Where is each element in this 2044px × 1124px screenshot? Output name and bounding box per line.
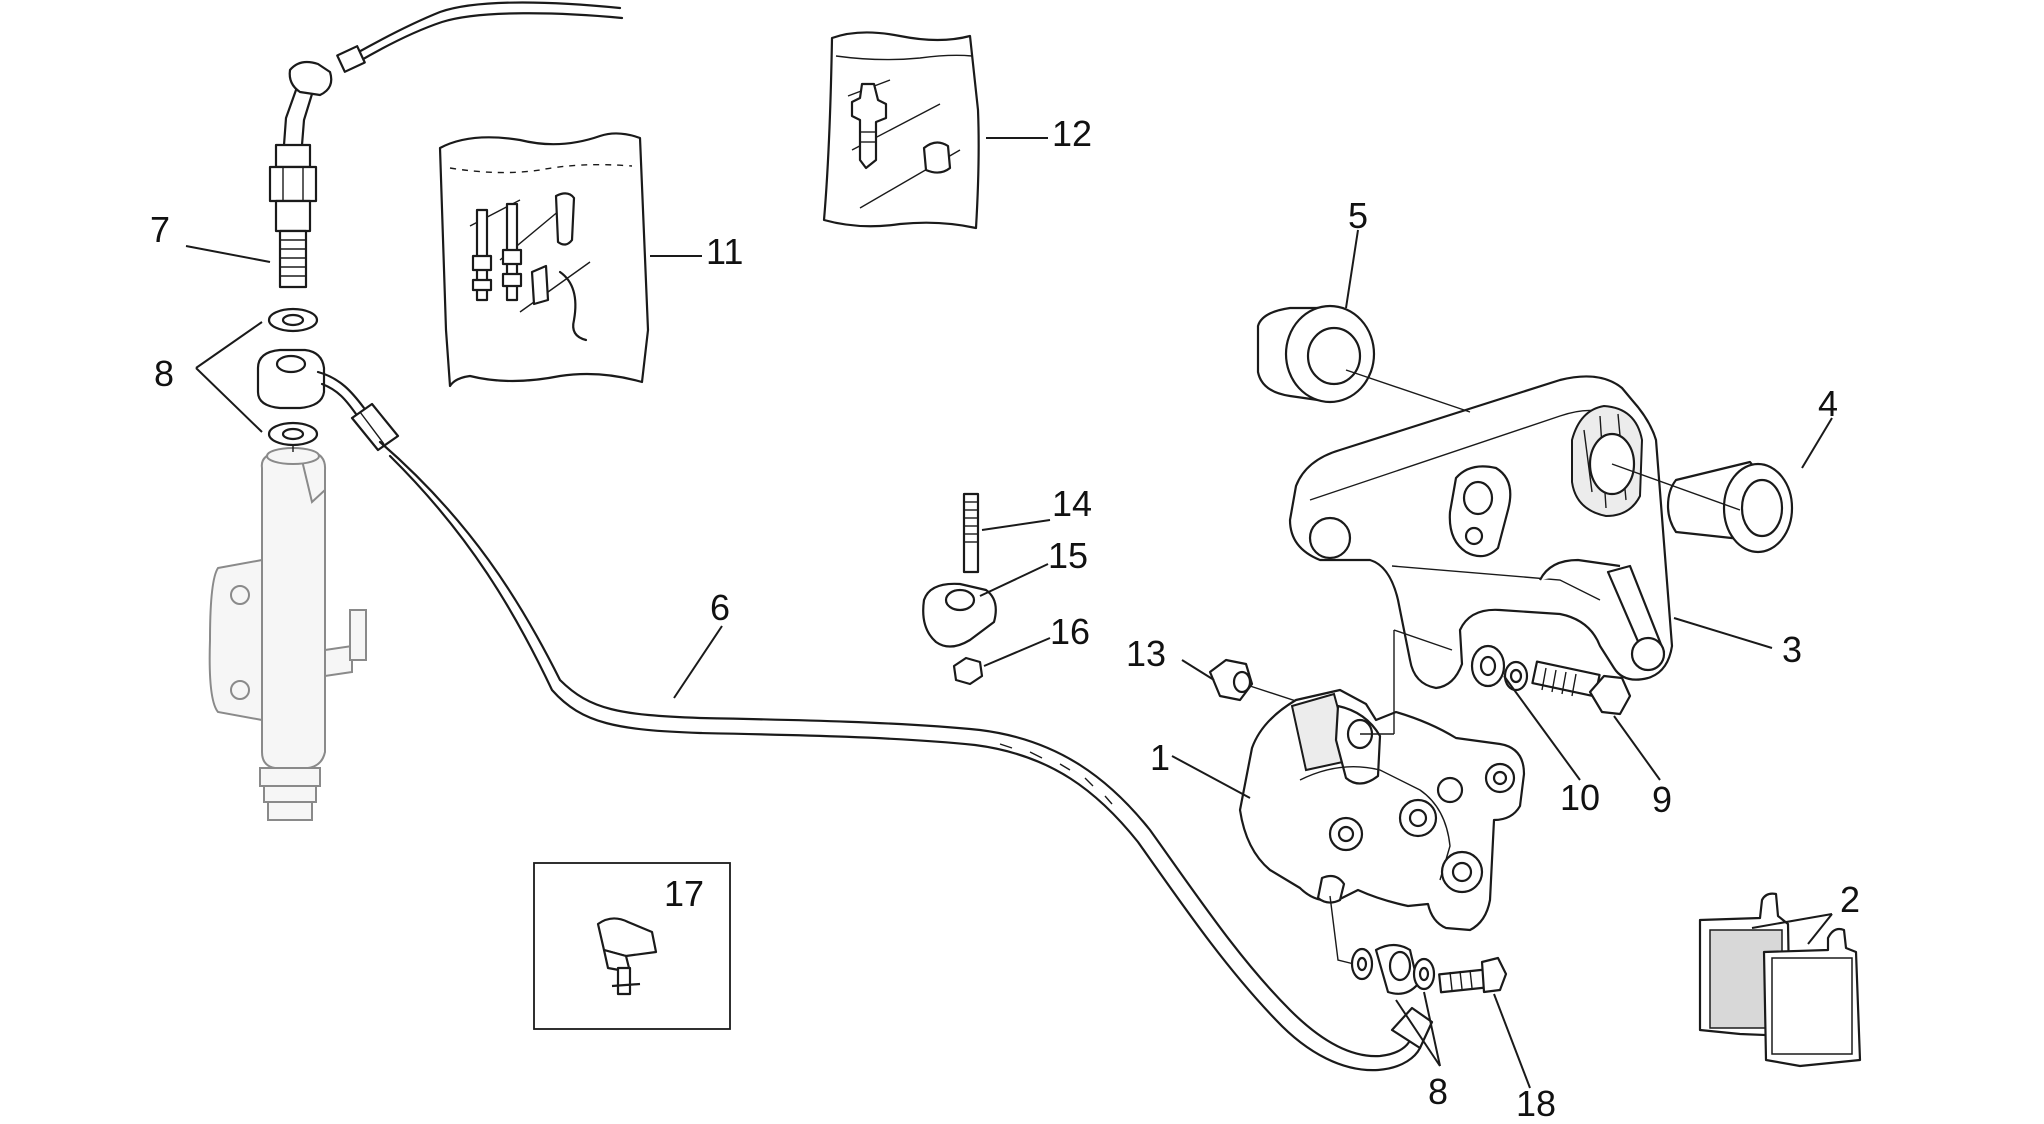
callout-14: 14	[1052, 483, 1092, 524]
callout-8-lower: 8	[1428, 1071, 1448, 1112]
callout-labels: 1 2 3 4 5 6 7 8 8 9 10 11 12 13 14 15 16…	[150, 113, 1860, 1124]
callout-12: 12	[1052, 113, 1092, 154]
callout-11: 11	[706, 231, 743, 272]
callout-15: 15	[1048, 535, 1088, 576]
callout-10: 10	[1560, 777, 1600, 818]
callout-13: 13	[1126, 633, 1166, 674]
bushing-5	[1256, 304, 1471, 413]
washer-banjo-lower	[1350, 943, 1508, 995]
callout-18: 18	[1516, 1083, 1556, 1119]
callout-8-upper: 8	[154, 353, 174, 394]
master-cylinder	[208, 447, 367, 821]
washers-bolt	[1470, 644, 1632, 716]
callout-3: 3	[1782, 629, 1802, 670]
callout-1: 1	[1150, 737, 1170, 778]
callout-5: 5	[1348, 195, 1368, 236]
callout-7: 7	[150, 209, 170, 250]
callout-9: 9	[1652, 779, 1672, 820]
leader-lines	[185, 137, 1833, 1089]
callout-2: 2	[1840, 879, 1860, 920]
seal-kit-bag	[822, 31, 980, 230]
callout-6: 6	[710, 587, 730, 628]
bushing-4	[1611, 460, 1794, 554]
clip-17-box	[533, 862, 731, 1030]
callout-4: 4	[1818, 383, 1838, 424]
brake-light-switch	[268, 1, 624, 289]
repair-kit-bag	[438, 132, 650, 388]
caliper-bracket	[1288, 375, 1674, 690]
callout-17: 17	[664, 873, 704, 914]
callout-16: 16	[1050, 611, 1090, 652]
brake-caliper	[1238, 629, 1526, 965]
washer-banjo-upper	[256, 307, 326, 452]
stud-clamp-nut	[922, 492, 997, 686]
brake-hose	[316, 370, 1434, 1072]
brake-pads	[1698, 892, 1862, 1068]
